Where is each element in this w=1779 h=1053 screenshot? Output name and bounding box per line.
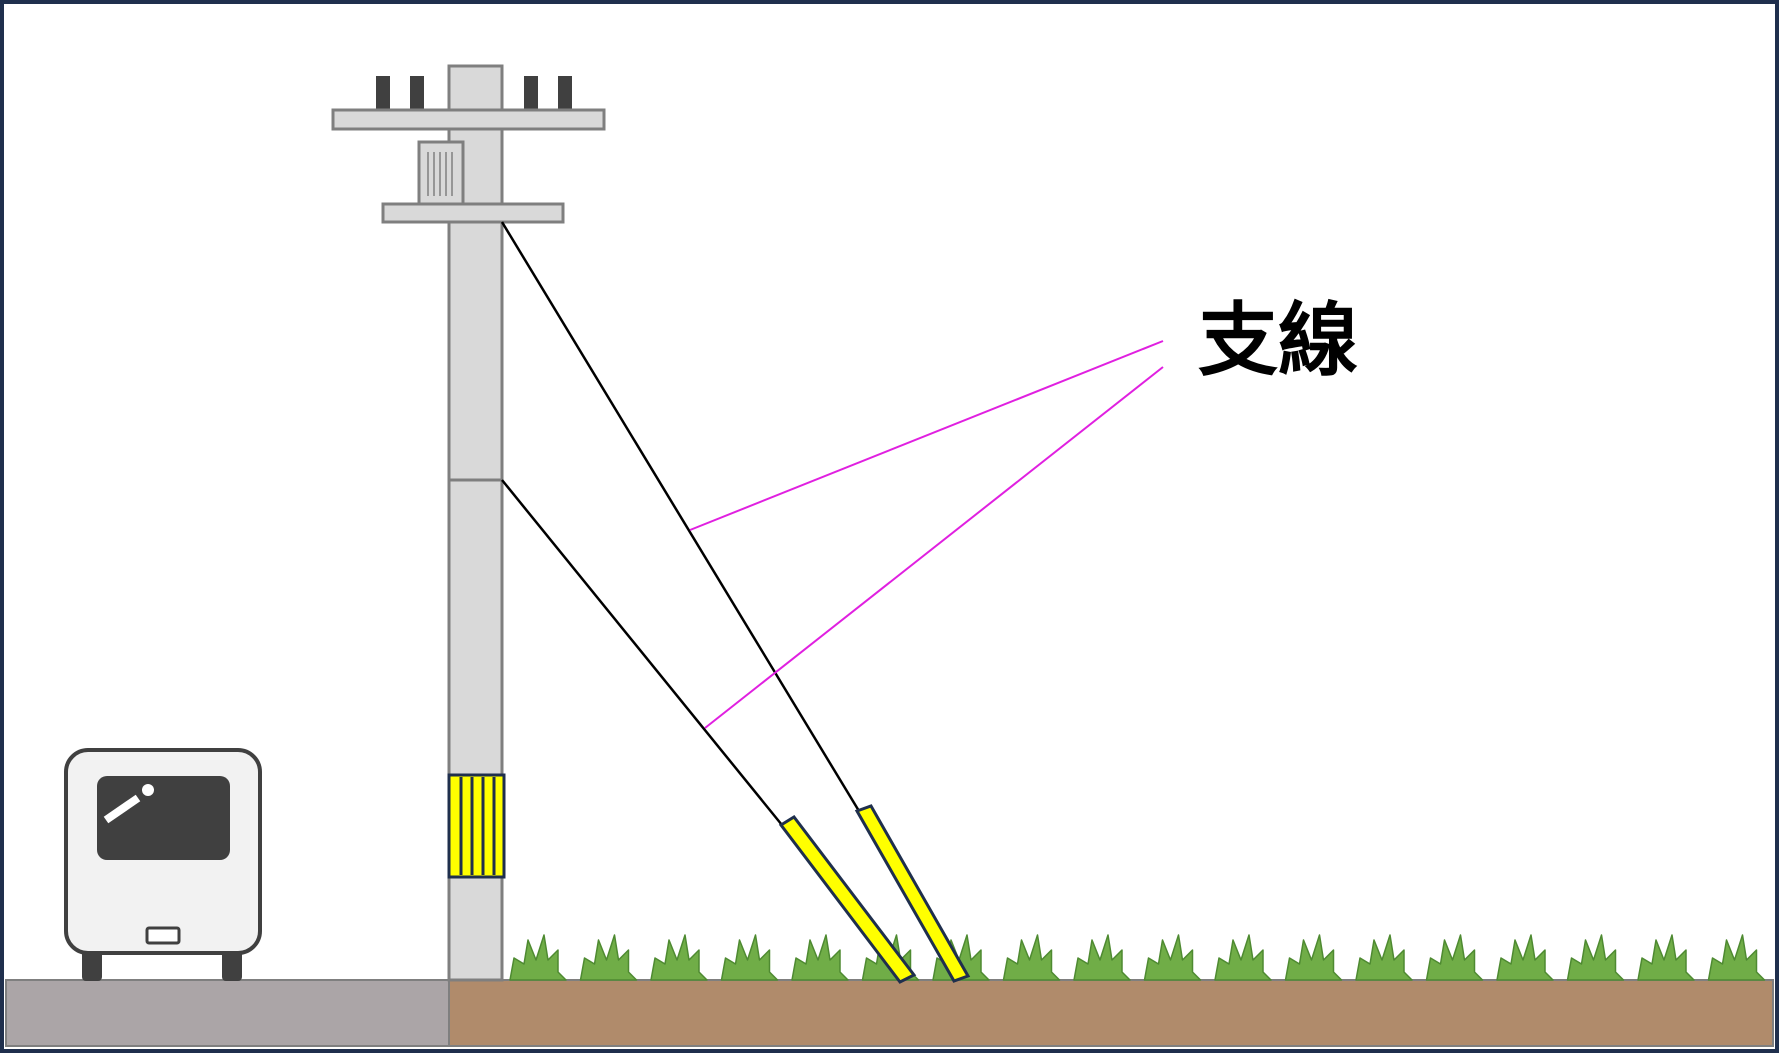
grass-tuft-icon bbox=[1355, 934, 1413, 981]
unit-panel bbox=[97, 776, 230, 860]
pole-guard bbox=[447, 773, 506, 879]
guy-guard-lower bbox=[778, 815, 917, 984]
outdoor-unit-icon bbox=[64, 748, 262, 981]
grass-tuft-icon bbox=[1566, 934, 1625, 981]
grass-tuft-icon bbox=[1073, 934, 1131, 981]
grass-tuft-icon bbox=[1707, 934, 1766, 981]
grass-tuft-icon bbox=[579, 934, 638, 981]
insulator bbox=[410, 76, 424, 112]
guy-guard-upper bbox=[854, 804, 971, 983]
unit-panel-dot bbox=[142, 784, 154, 796]
upper-crossarm bbox=[331, 108, 606, 131]
insulator bbox=[524, 76, 538, 112]
grass-tuft-icon bbox=[650, 934, 708, 981]
lower-crossarm bbox=[381, 202, 565, 224]
unit-slot bbox=[145, 926, 181, 945]
grass-tuft-icon bbox=[1496, 934, 1554, 981]
grass-tuft-icon bbox=[509, 934, 567, 981]
transformer-box bbox=[417, 140, 465, 206]
utility-pole-icon bbox=[331, 64, 606, 982]
grass-tuft-icon bbox=[1425, 934, 1484, 981]
grass-tuft-icon bbox=[720, 934, 779, 981]
sidewalk bbox=[5, 979, 450, 1047]
grass-tuft-icon bbox=[791, 934, 849, 981]
guy-wire-lower bbox=[501, 479, 787, 831]
grass-tuft-icon bbox=[1214, 934, 1272, 981]
insulator bbox=[376, 76, 390, 112]
grass-tuft-icon bbox=[1143, 934, 1202, 981]
grass-tuft-icon bbox=[1637, 934, 1695, 981]
grass-tuft-icon bbox=[1284, 934, 1343, 981]
insulator bbox=[558, 76, 572, 112]
guy-wire-upper bbox=[500, 221, 864, 817]
pole-guard-stripes bbox=[459, 777, 496, 875]
leader-line bbox=[704, 366, 1164, 729]
unit-panel-highlight bbox=[103, 794, 141, 824]
guy-wire-label: 支線 bbox=[1198, 294, 1358, 387]
leader-line bbox=[689, 340, 1164, 531]
soil-ground bbox=[448, 979, 1774, 1047]
grass-tuft-icon bbox=[1002, 934, 1061, 981]
transformer-fins bbox=[427, 152, 453, 196]
